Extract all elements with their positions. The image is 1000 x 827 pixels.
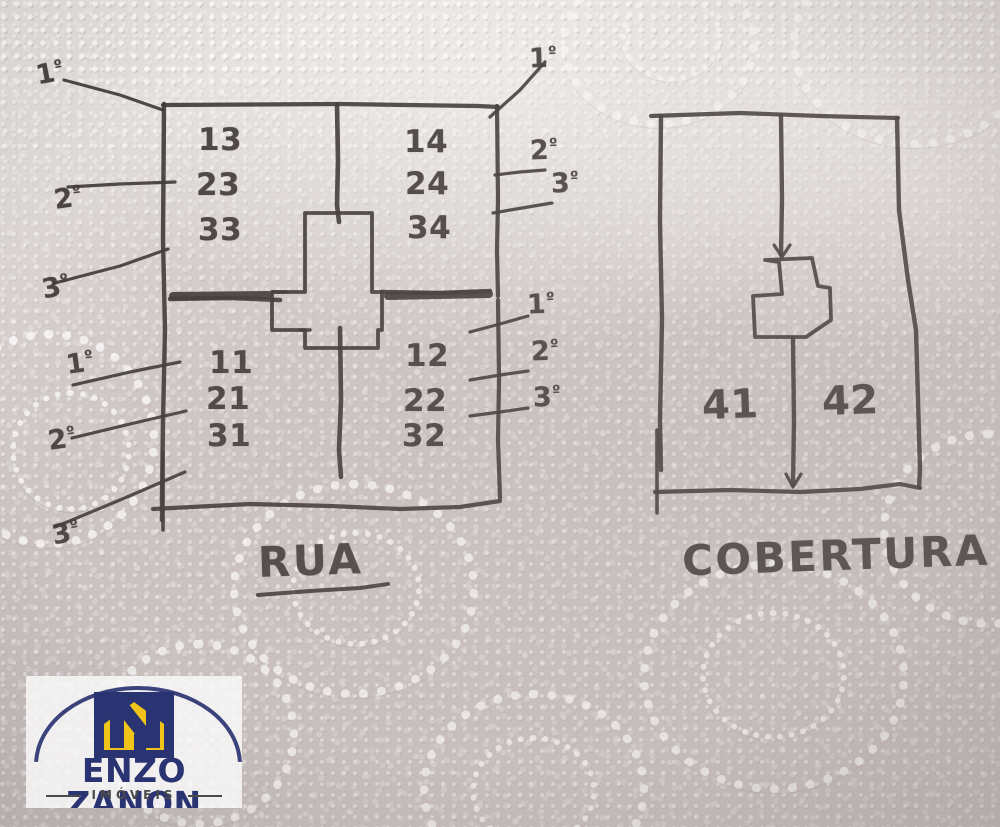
central-core-cross	[270, 211, 384, 350]
floor-marker-br-1: 1º	[526, 288, 556, 321]
paper-swirl-13	[470, 735, 597, 827]
paper-swirl-9	[700, 610, 847, 740]
leader-lines-top-right	[488, 60, 554, 215]
logo-tagline: IMÓVEIS	[26, 788, 242, 802]
leader-lines-bottom-right	[468, 314, 530, 418]
unit-number-33: 33	[198, 212, 243, 248]
paper-swirl-6	[230, 480, 478, 698]
unit-number-24: 24	[405, 166, 450, 202]
paper-swirl-8	[640, 560, 908, 793]
floor-marker-bl-3: 3º	[49, 515, 81, 552]
floor-marker-tl-3: 3º	[39, 269, 71, 306]
unit-number-31: 31	[207, 418, 252, 454]
rua-underline	[256, 582, 390, 597]
paper-swirl-4	[0, 330, 158, 548]
unit-number-12: 12	[405, 338, 450, 374]
paper-swirl-2	[620, 0, 722, 82]
roof-plan-outline	[648, 110, 923, 515]
unit-number-11: 11	[209, 345, 254, 381]
floor-marker-tr-3: 3º	[550, 167, 580, 200]
roof-unit-number-42: 42	[821, 377, 880, 425]
unit-number-21: 21	[206, 381, 251, 417]
unit-number-32: 32	[402, 418, 447, 454]
wall-thick-strokes	[169, 290, 493, 300]
street-label-rua: RUA	[257, 534, 364, 587]
floor-marker-br-2: 2º	[530, 335, 560, 368]
paper-swirl-5	[10, 390, 132, 512]
unit-number-23: 23	[196, 167, 241, 203]
roof-core-shape	[751, 256, 833, 339]
watermark-logo-enzo-zanon: ENZO ZANON IMÓVEIS	[26, 676, 242, 808]
unit-number-14: 14	[404, 124, 449, 160]
floor-marker-bl-2: 2º	[45, 422, 77, 457]
floor-marker-bl-1: 1º	[63, 346, 95, 381]
floor-marker-tl-2: 2º	[51, 181, 83, 216]
floor-marker-tl-1: 1º	[33, 55, 65, 92]
leader-lines-top-left	[53, 78, 177, 285]
roof-unit-number-41: 41	[701, 381, 760, 429]
paper-swirl-3	[790, 0, 1000, 148]
unit-number-22: 22	[403, 383, 448, 419]
logo-brand-name: ENZO ZANON	[66, 751, 202, 808]
unit-number-13: 13	[198, 122, 243, 158]
floor-marker-top-corner: 1º	[528, 42, 558, 75]
paper-swirl-7	[290, 530, 422, 647]
floor-marker-br-3: 3º	[532, 381, 562, 414]
leader-lines-bottom-left	[53, 360, 188, 529]
logo-house-n-icon	[94, 692, 174, 758]
main-plan-outline	[150, 101, 503, 532]
floor-marker-tr-2: 2º	[529, 134, 559, 167]
unit-number-34: 34	[407, 210, 452, 246]
